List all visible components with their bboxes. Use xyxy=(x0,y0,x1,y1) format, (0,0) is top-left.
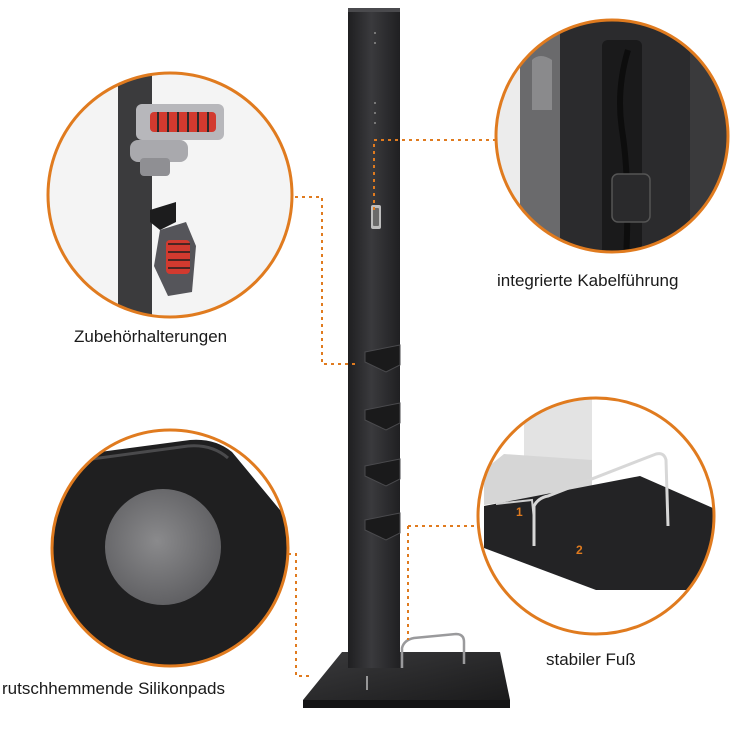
marker-2: 2 xyxy=(576,543,583,557)
accessory-hooks xyxy=(364,344,401,541)
leader-lines xyxy=(288,139,500,677)
silicone-pad xyxy=(105,489,221,605)
label-accessory-holders: Zubehörhalterungen xyxy=(74,327,228,346)
detail-circle-accessory-holders xyxy=(46,71,294,319)
base-plate-detail xyxy=(484,476,714,590)
label-cable-guide: integrierte Kabelführung xyxy=(497,271,679,290)
base-wire-detail xyxy=(532,452,670,546)
stand xyxy=(303,8,510,708)
stand-pole xyxy=(348,8,400,668)
marker-1: 1 xyxy=(516,505,523,519)
detail-circle-silicone-pads xyxy=(50,428,290,668)
cable-clip xyxy=(611,173,651,223)
label-silicone-pads: rutschhemmende Silikonpads xyxy=(2,679,226,698)
stand-base-plate xyxy=(303,652,510,700)
base-wire-hoop xyxy=(400,632,466,668)
label-stable-base: stabiler Fuß xyxy=(546,650,636,669)
detail-circle-cable-guide xyxy=(494,18,730,254)
detail-circle-stable-base: 1 2 xyxy=(476,396,716,636)
